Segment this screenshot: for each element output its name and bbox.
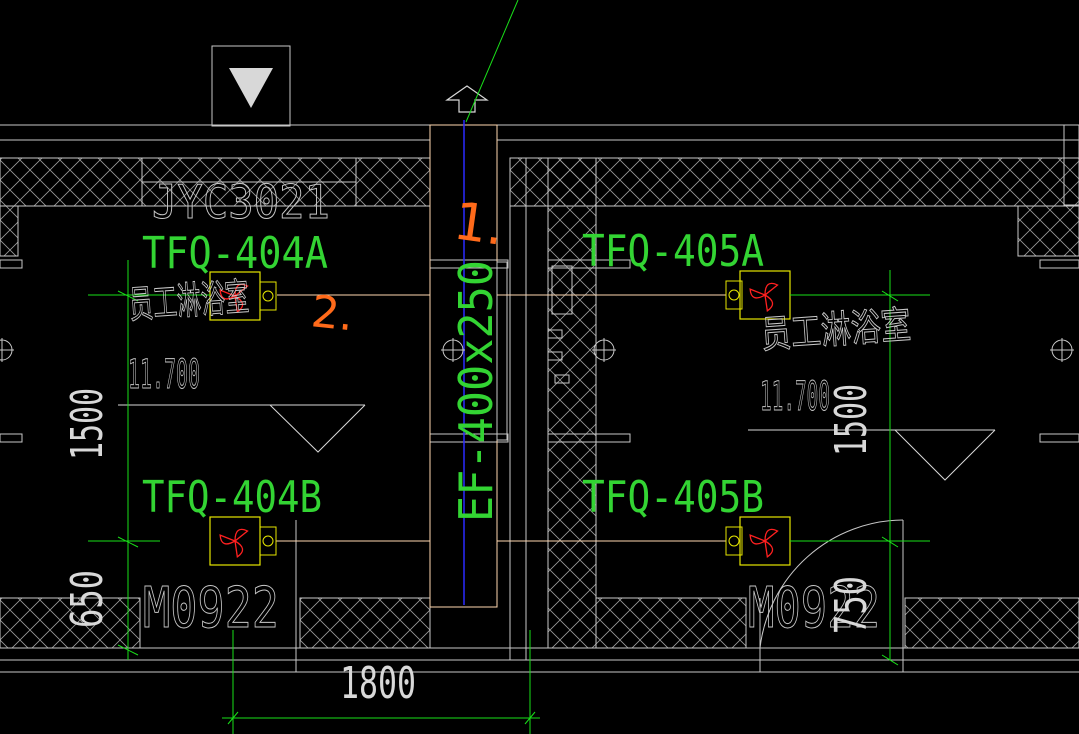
fan-blade bbox=[219, 289, 237, 300]
fan-icon[interactable] bbox=[209, 271, 277, 321]
fan-icon[interactable] bbox=[725, 516, 791, 566]
arrow-up-icon bbox=[445, 85, 489, 113]
text-layer: JYC3021 TFQ-404A TFQ-404B TFQ-405A TFQ-4… bbox=[62, 175, 913, 710]
duct-tag: EF-400x250 bbox=[449, 260, 503, 522]
level-marker-left bbox=[118, 404, 366, 453]
fan-label-404a: TFQ-404A bbox=[142, 228, 328, 279]
door-tag-right: M0922 bbox=[748, 576, 880, 641]
column-grid-icon bbox=[0, 338, 1074, 362]
dim-width-bottom: 1800 bbox=[340, 658, 416, 709]
fan-blade bbox=[764, 293, 774, 312]
fan-label-404b: TFQ-404B bbox=[142, 472, 322, 523]
fan-icon[interactable] bbox=[209, 516, 277, 566]
fan-blade bbox=[764, 282, 779, 297]
duct-branches bbox=[276, 294, 726, 542]
duct-shaft[interactable] bbox=[429, 120, 508, 608]
door-tag-left: M0922 bbox=[143, 576, 279, 641]
window-tag: JYC3021 bbox=[152, 175, 330, 229]
fan-blade bbox=[764, 539, 774, 558]
triangle-down-icon bbox=[229, 68, 273, 108]
dim-height-right-lower: 750 bbox=[826, 576, 877, 634]
level-marker-right bbox=[748, 429, 996, 481]
markup-layer: 1. 2. bbox=[309, 191, 508, 341]
fan-blade bbox=[219, 534, 237, 545]
wall-lines bbox=[0, 45, 1079, 673]
room-name-left: 员工淋浴室 bbox=[128, 275, 251, 327]
dim-height-left-lower: 650 bbox=[62, 570, 113, 628]
leader-line bbox=[465, 0, 519, 123]
fan-label-405a: TFQ-405A bbox=[582, 226, 764, 277]
fan-blade bbox=[764, 528, 779, 543]
markup-2: 2. bbox=[309, 286, 356, 341]
fan-blade bbox=[234, 539, 244, 558]
fan-label-405b: TFQ-405B bbox=[582, 472, 764, 523]
fan-blade bbox=[234, 528, 249, 543]
fan-icon[interactable] bbox=[725, 270, 791, 320]
dim-height-right-upper: 1500 bbox=[826, 384, 877, 456]
level-text-right: 11.700 bbox=[760, 374, 830, 420]
markup-1: 1. bbox=[450, 191, 507, 257]
fan-blade bbox=[749, 288, 767, 299]
room-name-right: 员工淋浴室 bbox=[760, 303, 913, 357]
level-text-left: 11.700 bbox=[128, 352, 200, 398]
fan-blade bbox=[749, 534, 767, 545]
fan-blade bbox=[234, 283, 249, 298]
dim-height-left-upper: 1500 bbox=[62, 388, 113, 460]
dimension-lines bbox=[88, 260, 930, 734]
fan-blade bbox=[234, 294, 244, 313]
